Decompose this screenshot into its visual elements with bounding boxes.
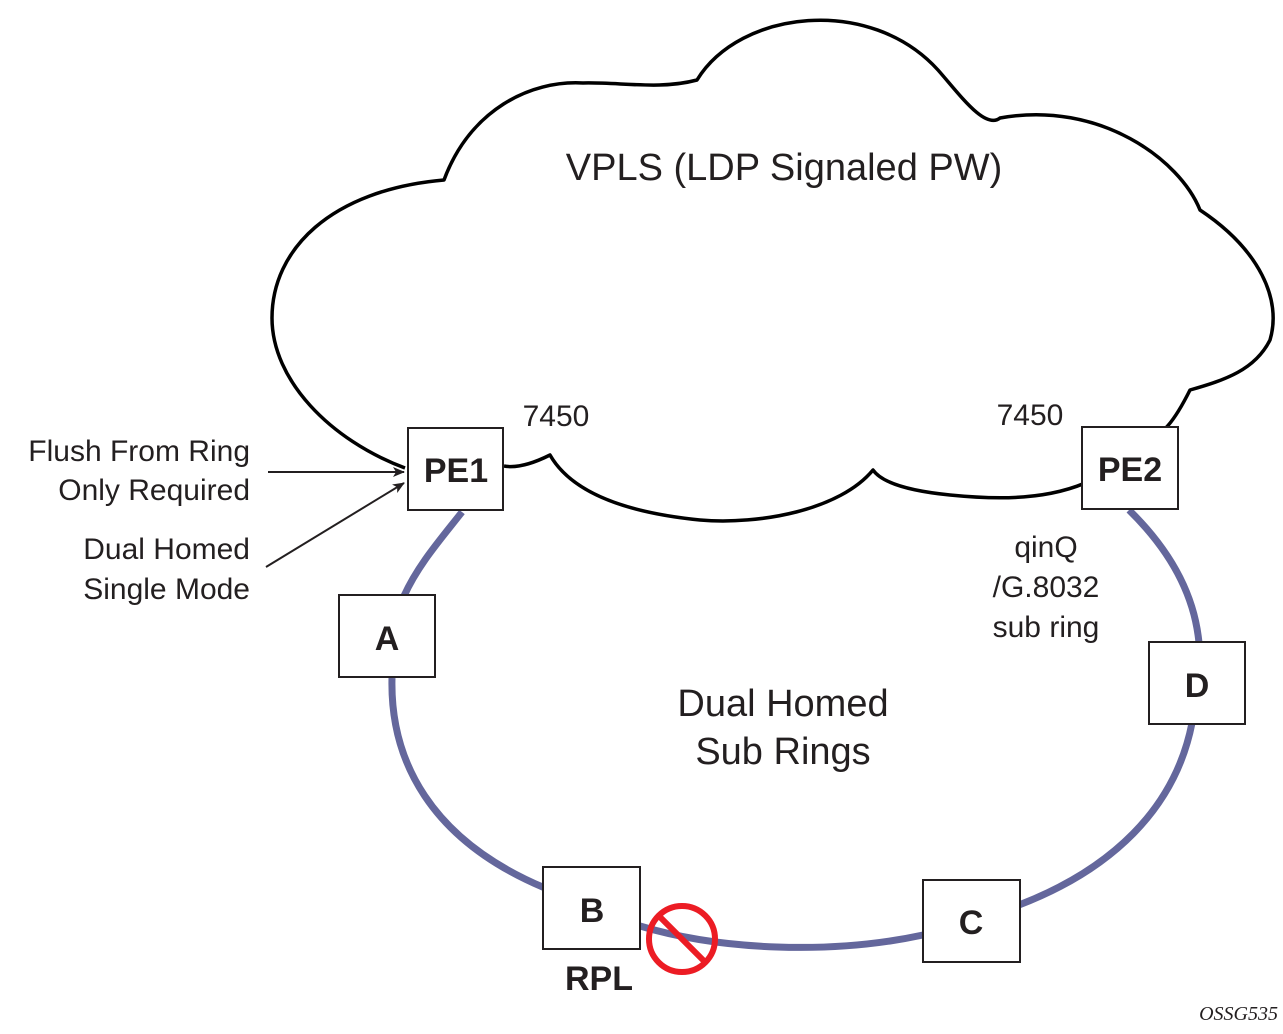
ring-link-c-d (1017, 722, 1196, 909)
dual-homed-note-line2: Single Mode (83, 573, 250, 606)
ring-link-b-c (638, 922, 924, 951)
node-a-label: A (375, 620, 400, 658)
vpls-cloud (270, 18, 1275, 523)
ring-link-a-b (388, 677, 547, 892)
ring-link-pe1-a (400, 509, 465, 598)
node-c[interactable]: C (922, 879, 1021, 963)
node-pe2[interactable]: PE2 (1081, 426, 1179, 510)
dual-homed-arrow (265, 482, 405, 568)
node-pe1[interactable]: PE1 (407, 427, 504, 511)
node-pe2-label: PE2 (1098, 451, 1162, 489)
rpl-label: RPL (565, 960, 633, 998)
node-d[interactable]: D (1148, 641, 1246, 725)
pe2-device-label: 7450 (997, 399, 1064, 432)
center-label-line1: Dual Homed (677, 683, 888, 725)
node-c-label: C (959, 904, 984, 942)
subring-note-line3: sub ring (993, 611, 1100, 644)
node-b[interactable]: B (542, 866, 641, 950)
subring-note-line2: /G.8032 (993, 571, 1100, 604)
subring-note-line1: qinQ (1014, 531, 1077, 564)
node-pe1-label: PE1 (424, 452, 488, 490)
figure-id: OSSG535 (1199, 1003, 1278, 1025)
center-label-line2: Sub Rings (695, 731, 870, 773)
flush-note-line1: Flush From Ring (28, 435, 250, 468)
cloud-label: VPLS (LDP Signaled PW) (566, 147, 1003, 189)
sub-ring (388, 507, 1203, 951)
flush-note-line2: Only Required (58, 474, 250, 507)
dual-homed-note-line1: Dual Homed (83, 533, 250, 566)
blocked-port-icon (646, 903, 718, 975)
ring-link-d-pe2 (1126, 507, 1203, 644)
node-b-label: B (580, 892, 605, 930)
node-d-label: D (1185, 667, 1210, 705)
pe1-device-label: 7450 (523, 400, 590, 433)
node-a[interactable]: A (338, 594, 436, 678)
